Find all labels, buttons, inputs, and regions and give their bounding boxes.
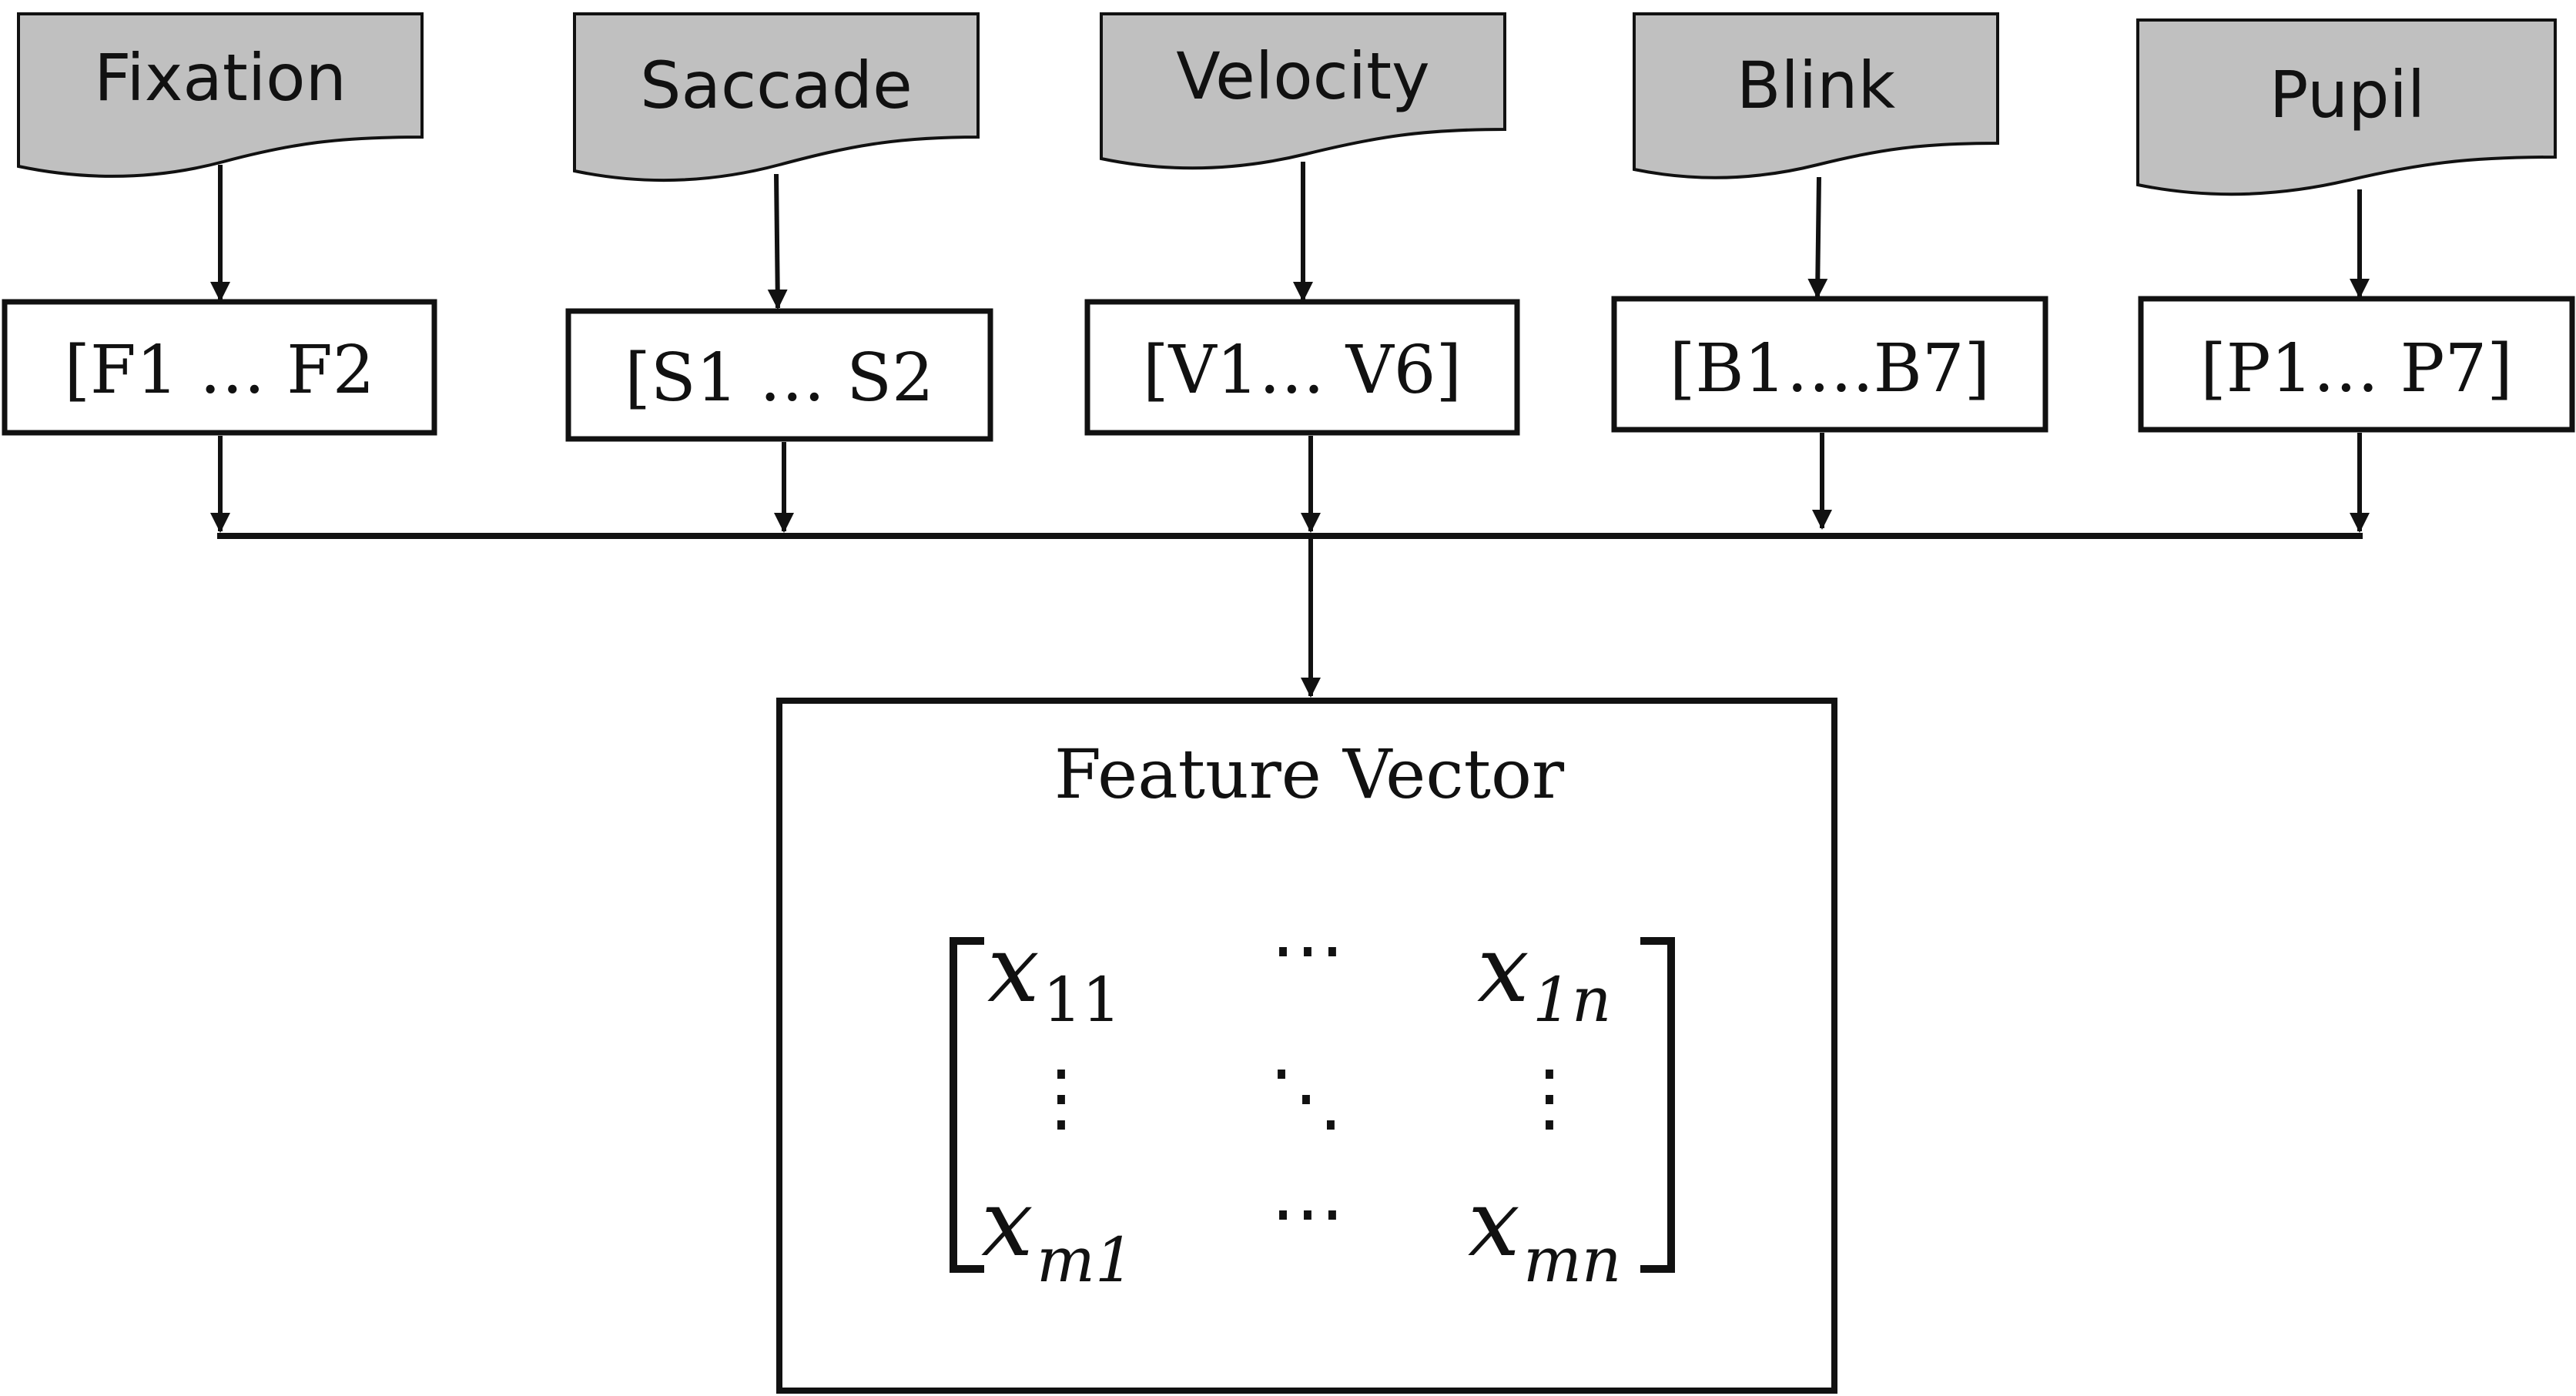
matrix-d-ellipsis: ⋱ xyxy=(1269,1054,1343,1140)
matrix-v-ellipsis-left: ⋮ xyxy=(1024,1054,1098,1140)
matrix-right-bracket xyxy=(1640,937,1675,1273)
range-box-blink-rect xyxy=(1611,296,2048,433)
range-label-pupil: [P1… P7] xyxy=(2200,330,2513,407)
matrix-var-x1n: x xyxy=(1477,916,1529,1023)
range-box-pupil-rect xyxy=(2138,296,2575,433)
matrix-sub-xmn: mn xyxy=(1523,1224,1621,1296)
source-fixation: Fixation xyxy=(17,12,424,178)
range-box-saccade-rect xyxy=(565,308,993,442)
document-shape-blink xyxy=(1633,12,1999,179)
range-box-fixation-rect xyxy=(2,299,437,436)
matrix-var-x11: x xyxy=(987,916,1040,1023)
range-box-pupil: [P1… P7] xyxy=(2138,296,2575,433)
matrix-entry-xmn: x mn xyxy=(1468,1170,1621,1296)
arrow-blink-to-vector xyxy=(1807,176,1828,299)
source-label-pupil: Pupil xyxy=(2269,57,2425,132)
source-velocity: Velocity xyxy=(1100,12,1506,170)
matrix-h-ellipsis-bottom: ⋯ xyxy=(1271,1170,1345,1256)
range-label-velocity: [V1… V6] xyxy=(1143,332,1462,409)
matrix-entry-xm1: x m1 xyxy=(981,1170,1134,1296)
feature-vector-box: Feature Vector x 11 ⋯ x 1n ⋮ ⋱ ⋮ x m1 ⋯ … xyxy=(776,698,1837,1394)
matrix-v-ellipsis-right: ⋮ xyxy=(1512,1054,1586,1140)
source-blink: Blink xyxy=(1633,12,1999,179)
feature-vector-title: Feature Vector xyxy=(1054,735,1565,814)
matrix-var-xm1: x xyxy=(981,1170,1033,1277)
document-shape-fixation xyxy=(17,12,424,178)
matrix-left-bracket xyxy=(950,937,984,1273)
source-label-blink: Blink xyxy=(1737,48,1896,123)
source-saccade: Saccade xyxy=(573,12,980,182)
range-box-fixation: [F1 … F2 xyxy=(2,299,437,436)
matrix-sub-xm1: m1 xyxy=(1037,1224,1134,1296)
matrix-entry-x11: x 11 xyxy=(987,916,1121,1036)
range-box-blink: [B1….B7] xyxy=(1611,296,2048,433)
matrix-var-xmn: x xyxy=(1468,1170,1520,1277)
matrix-sub-x11: 11 xyxy=(1043,964,1121,1036)
range-label-saccade: [S1 … S2 xyxy=(625,340,934,417)
document-shape-pupil xyxy=(2136,18,2557,196)
source-pupil: Pupil xyxy=(2136,18,2557,196)
range-box-velocity: [V1… V6] xyxy=(1084,299,1520,436)
source-label-fixation: Fixation xyxy=(94,40,347,115)
matrix-h-ellipsis-top: ⋯ xyxy=(1271,906,1345,993)
range-box-saccade: [S1 … S2 xyxy=(565,308,993,442)
arrow-saccade-to-vector xyxy=(767,173,788,310)
matrix-sub-x1n: 1n xyxy=(1533,964,1611,1036)
range-box-velocity-rect xyxy=(1084,299,1520,436)
source-label-saccade: Saccade xyxy=(640,48,913,123)
range-label-fixation: [F1 … F2 xyxy=(65,332,375,409)
matrix-entry-x1n: x 1n xyxy=(1477,916,1611,1036)
document-shape-velocity xyxy=(1100,12,1506,170)
range-label-blink: [B1….B7] xyxy=(1670,330,1990,407)
source-label-velocity: Velocity xyxy=(1176,38,1430,114)
document-shape-saccade xyxy=(573,12,980,182)
